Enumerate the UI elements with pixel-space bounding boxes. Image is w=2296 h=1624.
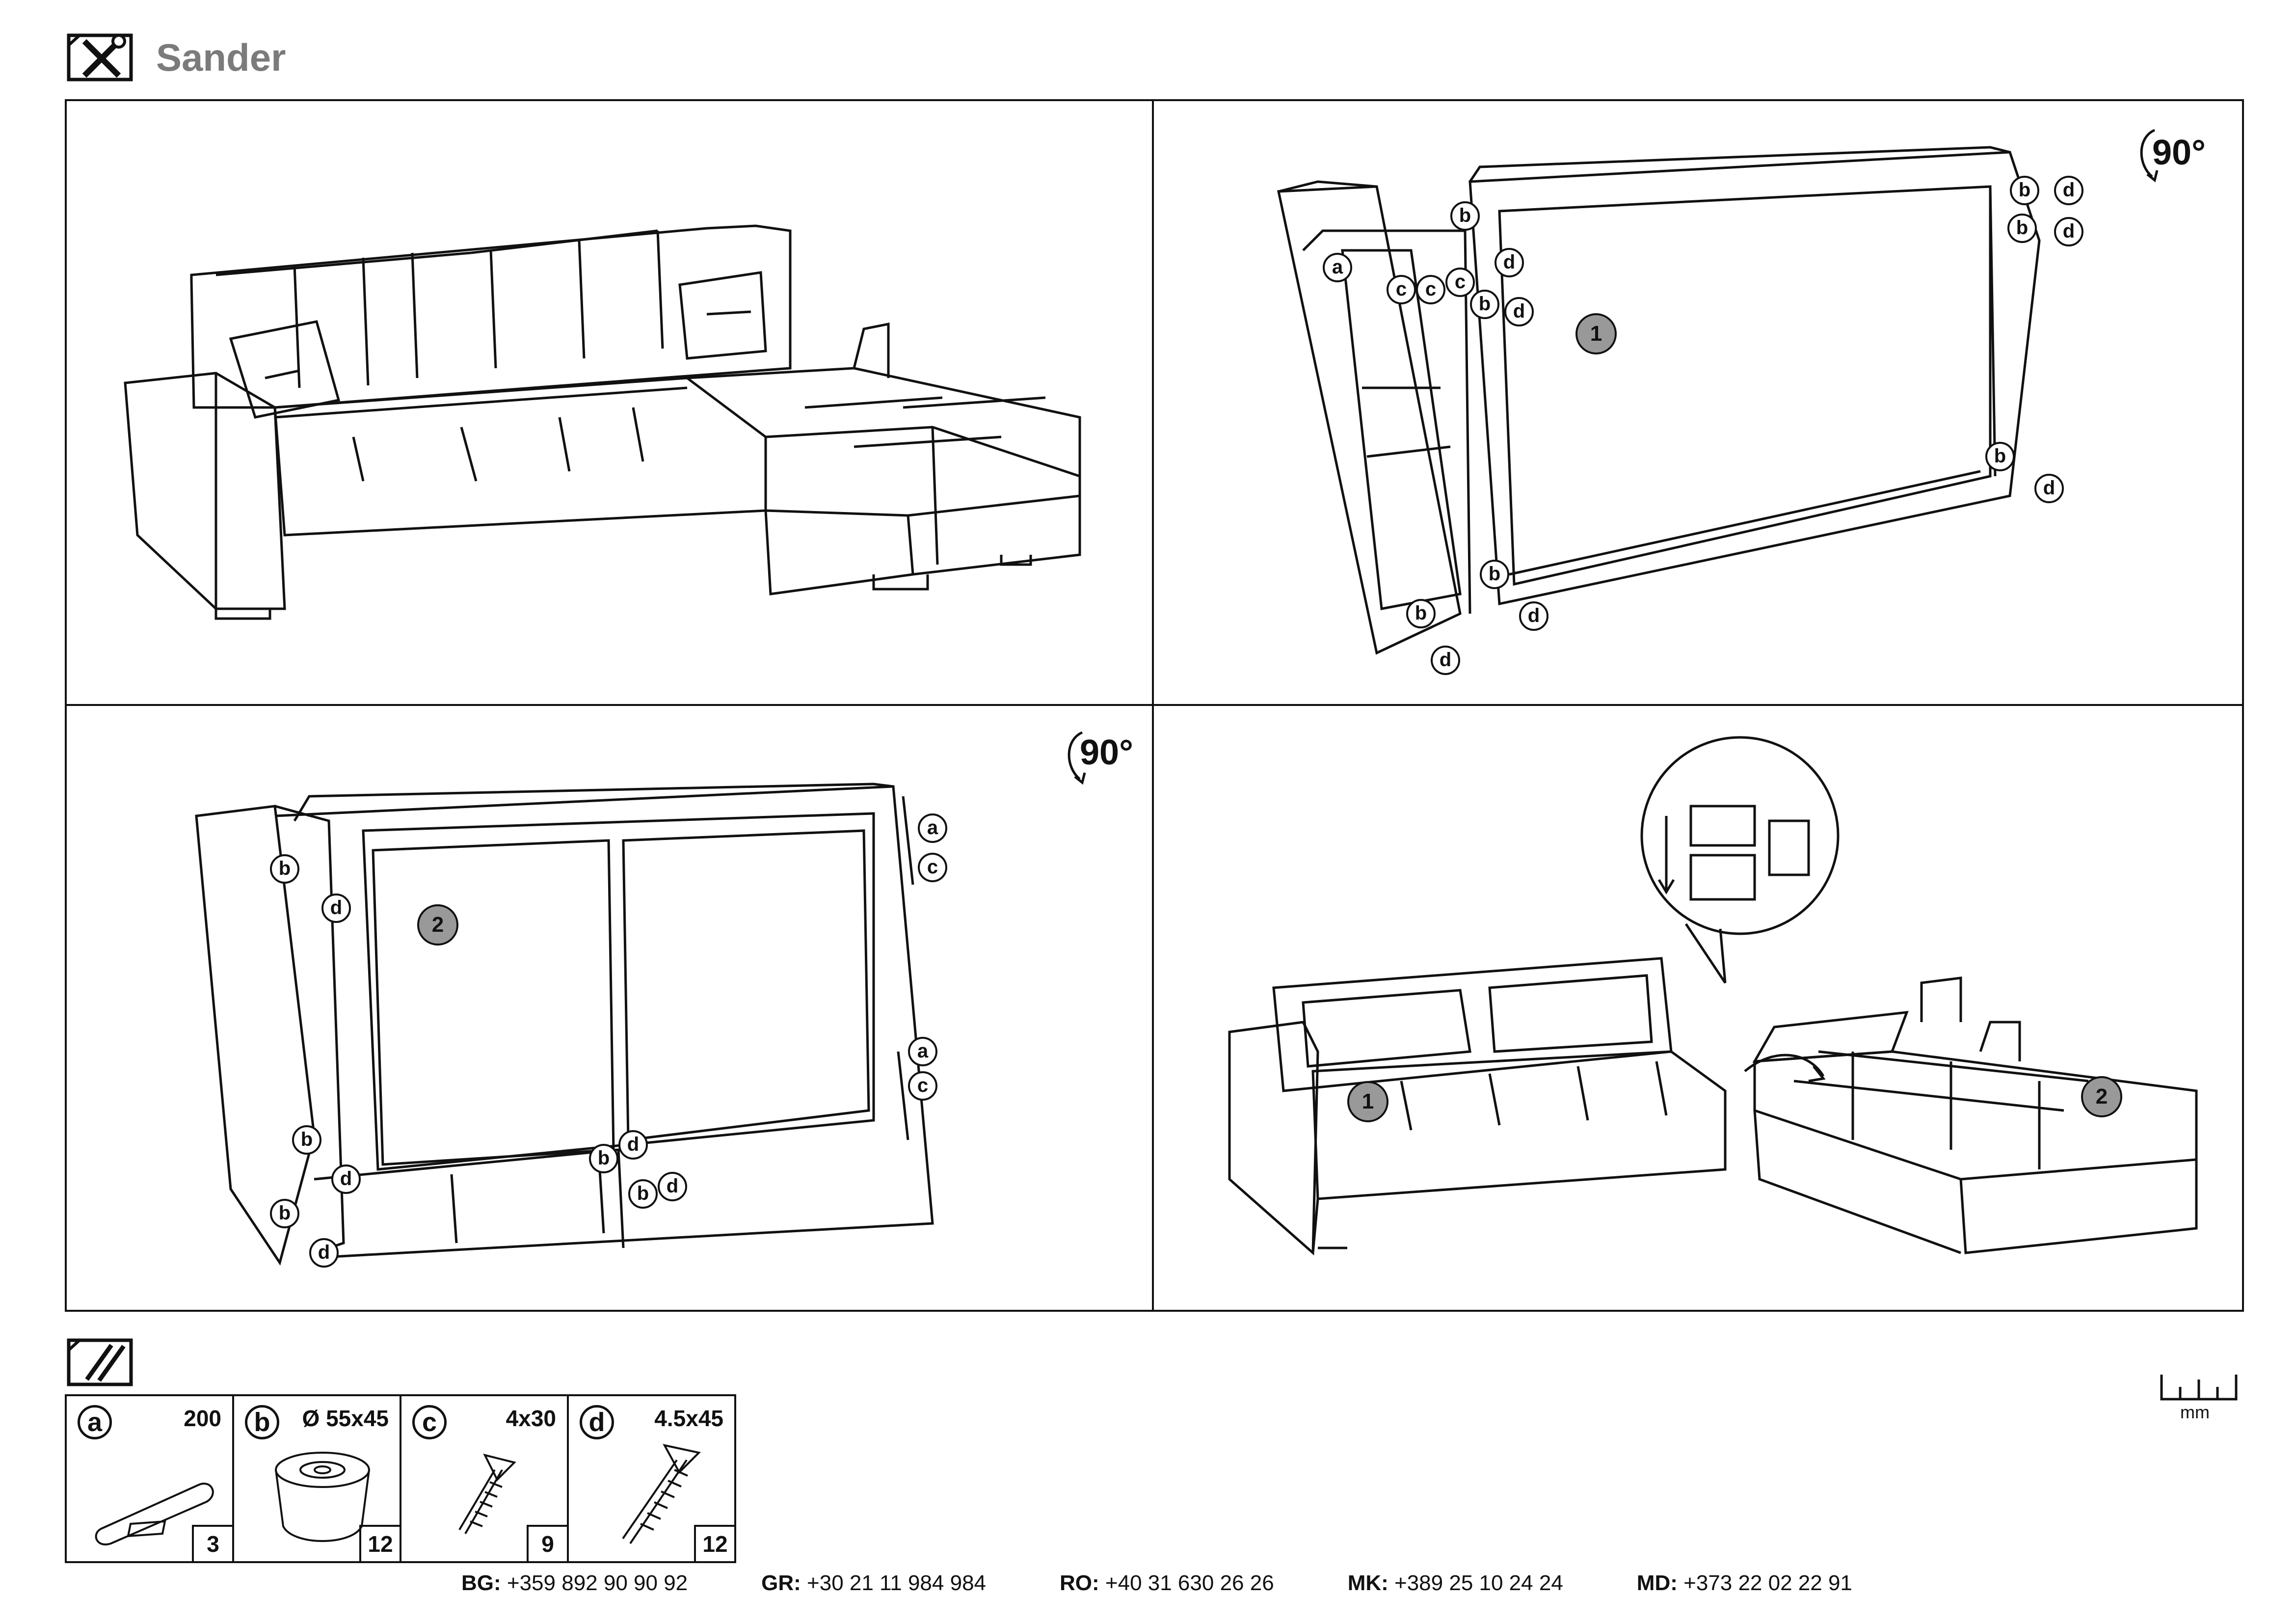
- callout-b: b: [589, 1144, 618, 1173]
- callout-b: b: [1480, 560, 1509, 589]
- panel-3: 90° 2 a c a c b d b d b d b d b d: [69, 708, 1148, 1309]
- hardware-item-b: b Ø 55x45 12: [234, 1396, 401, 1561]
- callout-b: b: [270, 1199, 299, 1228]
- part-letter: c: [412, 1405, 447, 1439]
- panel-1: [69, 103, 1148, 702]
- step-badge: 2: [2081, 1076, 2122, 1117]
- step-badge: 1: [1575, 313, 1617, 354]
- step-badge: 2: [417, 904, 458, 946]
- callout-d: d: [2054, 176, 2083, 205]
- sofa-back-frame-drawing: [1277, 146, 2041, 655]
- callout-d: d: [1431, 646, 1460, 675]
- callout-d: d: [2034, 474, 2064, 503]
- callout-d: b: [628, 1179, 658, 1209]
- screws-icon: [65, 1335, 138, 1389]
- divider-horizontal: [65, 704, 2244, 706]
- ruler-icon: mm: [2160, 1370, 2238, 1429]
- unit-label: mm: [2180, 1402, 2210, 1422]
- contact-item: MK: +389 25 10 24 24: [1347, 1571, 1563, 1595]
- contact-item: MD: +373 22 02 22 91: [1636, 1571, 1852, 1595]
- part-letter: d: [580, 1405, 614, 1439]
- contact-item: RO: +40 31 630 26 26: [1060, 1571, 1274, 1595]
- part-count: 12: [694, 1525, 734, 1561]
- sofa-connection-drawing: [1228, 736, 2198, 1256]
- page-title: Sander: [156, 36, 286, 79]
- rotate-arrow-icon: [2140, 129, 2159, 183]
- part-letter: a: [78, 1405, 112, 1439]
- sofa-assembled-drawing: [124, 224, 1081, 620]
- part-count: 3: [192, 1525, 232, 1561]
- callout-d: d: [1519, 601, 1548, 631]
- callout-b: b: [2007, 214, 2037, 243]
- hardware-list: a 200 3 b Ø 55x45 12 c 4x30 9 d 4.5x45: [65, 1394, 736, 1563]
- part-dimension: 200: [184, 1406, 221, 1431]
- callout-d: d: [658, 1172, 687, 1201]
- callout-b: b: [1450, 201, 1480, 231]
- panel-4: 1 2: [1156, 708, 2241, 1309]
- part-dimension: 4.5x45: [654, 1406, 723, 1431]
- sofa-frame-drawing: [195, 783, 934, 1266]
- hardware-item-a: a 200 3: [67, 1396, 234, 1561]
- callout-d: d: [309, 1238, 339, 1268]
- panel-2: 90° 1 a b c c c d b d b d b d b d b d b …: [1156, 103, 2241, 702]
- rotate-arrow-icon: [1068, 731, 1086, 785]
- callout-b: b: [1985, 442, 2015, 471]
- rotation-label: 90°: [2152, 133, 2206, 172]
- contact-item: BG: +359 892 90 90 92: [461, 1571, 688, 1595]
- part-count: 12: [359, 1525, 400, 1561]
- callout-c: c: [908, 1071, 937, 1101]
- callout-a: a: [918, 813, 947, 843]
- callout-b: b: [1470, 290, 1499, 319]
- callout-d: d: [1495, 248, 1524, 277]
- part-dimension: Ø 55x45: [302, 1406, 389, 1431]
- contact-list: BG: +359 892 90 90 92 GR: +30 21 11 984 …: [461, 1571, 1934, 1596]
- callout-c: c: [1445, 268, 1475, 297]
- callout-b: b: [1406, 599, 1436, 628]
- callout-c: c: [1387, 275, 1416, 304]
- callout-c: c: [918, 853, 947, 882]
- contact-item: GR: +30 21 11 984 984: [761, 1571, 987, 1595]
- callout-d: d: [321, 893, 351, 923]
- tools-icon: [65, 30, 138, 84]
- callout-a: a: [908, 1037, 937, 1066]
- hardware-item-c: c 4x30 9: [401, 1396, 569, 1561]
- part-letter: b: [245, 1405, 279, 1439]
- callout-c: c: [1416, 275, 1445, 304]
- callout-d: d: [1504, 297, 1534, 326]
- callout-d: d: [331, 1164, 361, 1194]
- callout-d: d: [2054, 217, 2083, 246]
- hardware-item-d: d 4.5x45 12: [569, 1396, 734, 1561]
- callout-b: b: [2010, 176, 2039, 205]
- rotation-label: 90°: [1080, 733, 1133, 772]
- screw-icon: [622, 1444, 701, 1544]
- callout-b: b: [270, 854, 299, 884]
- screw-icon: [458, 1454, 516, 1534]
- step-badge: 1: [1347, 1081, 1388, 1122]
- callout-a: a: [1323, 253, 1352, 282]
- callout-b: d: [618, 1130, 648, 1160]
- foot-icon: [275, 1452, 370, 1542]
- part-dimension: 4x30: [506, 1406, 556, 1431]
- callout-b: b: [292, 1125, 321, 1155]
- dowel-icon: [95, 1483, 214, 1545]
- part-count: 9: [527, 1525, 567, 1561]
